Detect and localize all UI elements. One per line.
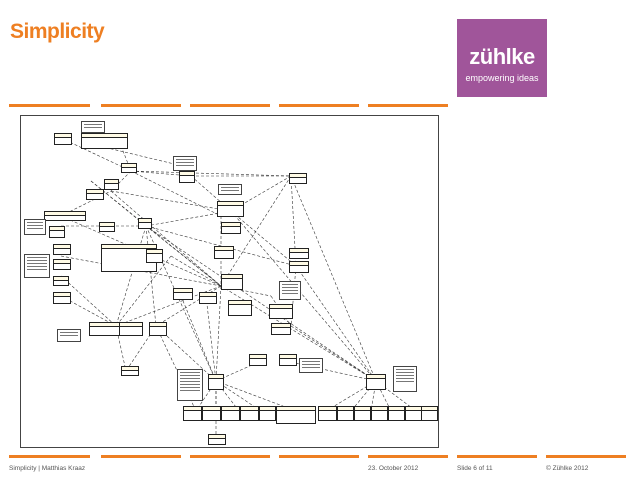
diagram-class-box — [173, 288, 193, 300]
footer-rule-3 — [190, 455, 270, 458]
diagram-class-box — [289, 261, 309, 273]
diagram-class-box — [289, 248, 309, 259]
header-rule-1 — [9, 104, 90, 107]
footer-date: 23. October 2012 — [368, 465, 419, 472]
diagram-class-box — [208, 434, 226, 445]
diagram-class-box — [214, 246, 234, 259]
diagram-note — [177, 369, 203, 401]
footer-rule-2 — [101, 455, 181, 458]
diagram-class-box — [121, 366, 139, 376]
diagram-class-box — [217, 201, 244, 217]
diagram-class-box — [53, 244, 71, 255]
diagram-note — [173, 156, 197, 171]
diagram-note — [24, 219, 46, 235]
diagram-class-box — [337, 406, 354, 421]
footer-copyright: © Zühlke 2012 — [546, 465, 589, 472]
footer-rule-4 — [279, 455, 359, 458]
footer-slide-number: Slide 6 of 11 — [457, 465, 493, 472]
diagram-class-box — [421, 406, 438, 421]
footer-rule-5 — [368, 455, 448, 458]
diagram-class-box — [269, 304, 293, 319]
footer-rule-6 — [457, 455, 537, 458]
diagram-class-box — [138, 218, 152, 229]
class-dependency-diagram — [20, 115, 439, 448]
diagram-note — [279, 281, 301, 300]
diagram-class-box — [104, 179, 119, 190]
diagram-class-box — [371, 406, 388, 421]
diagram-note — [299, 358, 323, 373]
diagram-class-box — [149, 322, 167, 336]
diagram-class-box — [99, 222, 115, 232]
diagram-class-box — [44, 211, 86, 221]
diagram-class-box — [271, 323, 291, 335]
logo-tagline: empowering ideas — [465, 73, 539, 83]
diagram-class-box — [54, 133, 72, 145]
diagram-class-box — [249, 354, 267, 366]
diagram-class-box — [53, 276, 69, 286]
diagram-class-box — [240, 406, 259, 421]
diagram-class-box — [318, 406, 337, 421]
diagram-class-box — [53, 259, 71, 270]
diagram-note — [218, 184, 242, 195]
diagram-class-box — [53, 292, 71, 304]
footer-author: Simplicity | Matthias Kraaz — [9, 465, 86, 472]
diagram-class-box — [89, 322, 121, 336]
company-logo: zühlke empowering ideas — [457, 19, 547, 97]
diagram-class-box — [279, 354, 297, 366]
diagram-note — [24, 254, 50, 278]
diagram-class-box — [146, 249, 163, 263]
header-rule-5 — [368, 104, 448, 107]
diagram-note — [57, 329, 81, 342]
diagram-class-box — [121, 163, 137, 173]
diagram-class-box — [221, 406, 240, 421]
diagram-class-box — [405, 406, 422, 421]
diagram-class-box — [101, 244, 157, 272]
diagram-class-box — [276, 406, 316, 424]
diagram-class-box — [289, 173, 307, 184]
diagram-class-box — [86, 189, 104, 200]
diagram-note — [393, 366, 417, 392]
diagram-class-box — [179, 171, 195, 183]
diagram-class-box — [199, 292, 217, 304]
footer-rule-7 — [546, 455, 626, 458]
logo-brand-text: zühlke — [469, 44, 535, 69]
diagram-class-box — [366, 374, 386, 390]
diagram-class-box — [259, 406, 276, 421]
diagram-class-box — [354, 406, 371, 421]
diagram-class-box — [202, 406, 221, 421]
diagram-class-box — [221, 274, 243, 290]
header-rule-4 — [279, 104, 359, 107]
diagram-class-box — [49, 226, 65, 238]
diagram-class-box — [119, 322, 143, 336]
diagram-class-box — [183, 406, 202, 421]
diagram-class-box — [221, 222, 241, 234]
diagram-class-box — [228, 300, 252, 316]
diagram-class-box — [388, 406, 405, 421]
header-rule-2 — [101, 104, 181, 107]
diagram-class-box — [81, 133, 128, 149]
slide-title: Simplicity — [10, 20, 105, 43]
header-rule-3 — [190, 104, 270, 107]
footer-rule-1 — [9, 455, 90, 458]
diagram-note — [81, 121, 105, 133]
diagram-class-box — [208, 374, 224, 390]
